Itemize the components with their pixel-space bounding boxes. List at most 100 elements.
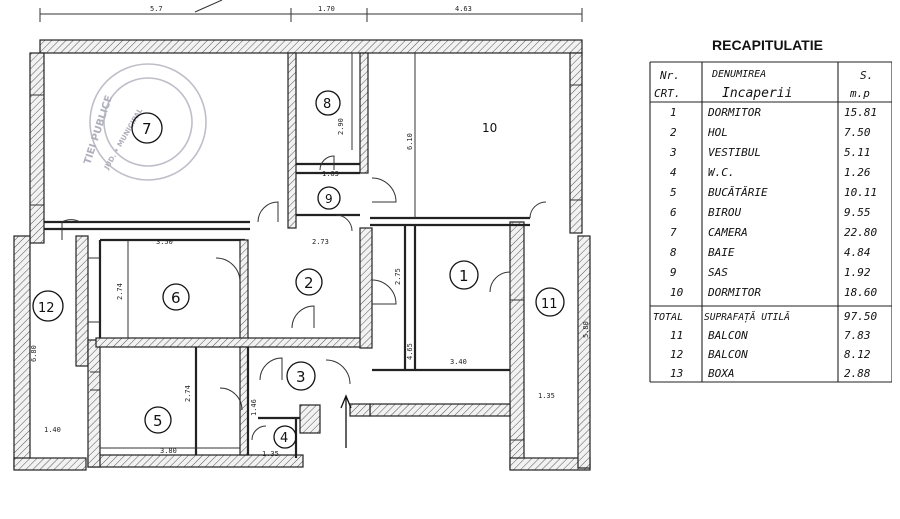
dim-room11-v: 5.80 xyxy=(582,321,590,338)
svg-text:4: 4 xyxy=(280,431,288,446)
recap-header: Nr. CRT. DENUMIREA Incaperii S. m.p xyxy=(654,69,873,101)
recap-row-name: BIROU xyxy=(708,206,741,219)
recap-extra-nr: 12 xyxy=(670,348,684,361)
recap-row-area: 1.26 xyxy=(844,166,871,179)
room-7-label: 7 xyxy=(131,112,163,144)
svg-text:m.p: m.p xyxy=(849,87,870,100)
top-dimension-line: 5.7 1.70 4.63 xyxy=(39,0,583,22)
room-6-label: 6 xyxy=(162,283,190,311)
interior-dimensions: 2.90 6.10 1.63 3.50 2.73 2.74 2.75 6.80 … xyxy=(30,118,590,458)
dim-hall-w: 2.73 xyxy=(312,238,329,246)
recap-table: RECAPITULATIE Nr. CRT. DENUMIREA Incaper… xyxy=(649,37,892,383)
recap-row-nr: 2 xyxy=(670,126,677,139)
dim-room6-v: 2.74 xyxy=(116,283,124,300)
recap-row-nr: 4 xyxy=(670,166,677,179)
dim-room12-v: 6.80 xyxy=(30,345,38,362)
recap-row-name: BAIE xyxy=(708,246,735,259)
dim-room1-v: 4.65 xyxy=(406,343,414,360)
dim-top-left: 5.7 xyxy=(150,5,163,13)
dim-room10-v: 6.10 xyxy=(406,133,414,150)
svg-text:9: 9 xyxy=(325,192,333,206)
room-labels: 7 8 9 10 6 2 1 12 11 xyxy=(32,90,565,449)
recap-row-name: DORMITOR xyxy=(707,286,761,299)
recap-row-nr: 3 xyxy=(669,146,677,159)
dim-room6-w: 3.50 xyxy=(156,238,173,246)
recap-row-name: BUCĂTĂRIE xyxy=(708,186,768,199)
room-8-label: 8 xyxy=(315,90,341,116)
svg-text:7: 7 xyxy=(142,120,152,138)
room-5-label: 5 xyxy=(144,406,172,434)
recap-extra-area: 2.88 xyxy=(844,367,871,380)
recap-row-name: VESTIBUL xyxy=(708,146,761,159)
recap-row-nr: 8 xyxy=(670,246,677,259)
room-10-label: 10 xyxy=(482,121,497,135)
doors xyxy=(61,155,547,441)
recap-row-nr: 9 xyxy=(670,266,677,279)
recap-row-area: 7.50 xyxy=(844,126,871,139)
recap-row-name: SAS xyxy=(708,266,728,279)
room-1-label: 1 xyxy=(449,260,479,290)
recap-row-area: 5.11 xyxy=(844,146,871,159)
dim-room12-w: 1.40 xyxy=(44,426,61,434)
recap-row-name: W.C. xyxy=(708,166,735,179)
recap-row-nr: 6 xyxy=(670,206,677,219)
recap-extra-nr: 11 xyxy=(670,329,683,342)
room-12-label: 12 xyxy=(32,290,64,322)
dim-room11-w: 1.35 xyxy=(538,392,555,400)
svg-text:2: 2 xyxy=(304,274,314,292)
recap-extra-nr: 13 xyxy=(670,367,683,380)
recap-row-nr: 5 xyxy=(670,186,677,199)
svg-text:11: 11 xyxy=(541,297,558,312)
room-2-label: 2 xyxy=(295,268,323,296)
recap-extra-area: 8.12 xyxy=(844,348,871,361)
room-4-label: 4 xyxy=(273,425,297,449)
recap-row-nr: 1 xyxy=(670,106,677,119)
recap-total-name: SUPRAFAȚĂ UTILĂ xyxy=(704,311,790,323)
dim-room1-w: 3.40 xyxy=(450,358,467,366)
floor-plan: 5.7 1.70 4.63 TIEI PUBLICE JUD. • MUNICI… xyxy=(13,0,591,471)
dim-room8-v: 2.90 xyxy=(337,118,345,135)
recap-row-area: 1.92 xyxy=(844,266,871,279)
room-3-label: 3 xyxy=(286,361,316,391)
dim-room5-v: 2.74 xyxy=(184,385,192,402)
dim-top-right: 4.63 xyxy=(455,5,472,13)
recap-total-area: 97.50 xyxy=(844,310,877,323)
svg-text:DENUMIREA: DENUMIREA xyxy=(711,69,766,80)
entry-arrow-icon xyxy=(340,394,352,448)
recap-title: RECAPITULATIE xyxy=(712,37,823,53)
recap-grid xyxy=(649,61,892,383)
svg-text:6: 6 xyxy=(171,289,181,307)
svg-text:CRT.: CRT. xyxy=(654,87,681,100)
interior-walls xyxy=(30,52,582,458)
svg-text:8: 8 xyxy=(323,97,331,112)
recap-row-area: 4.84 xyxy=(844,246,871,259)
recap-row-area: 9.55 xyxy=(844,206,871,219)
recap-row-area: 22.80 xyxy=(844,226,877,239)
recap-row-name: CAMERA xyxy=(708,226,748,239)
svg-text:1: 1 xyxy=(459,267,469,285)
svg-text:Nr.: Nr. xyxy=(659,69,680,82)
svg-text:10: 10 xyxy=(482,121,497,135)
recap-row-nr: 10 xyxy=(670,286,684,299)
recap-row-area: 15.81 xyxy=(844,106,877,119)
recap-row-name: DORMITOR xyxy=(707,106,761,119)
svg-text:S.: S. xyxy=(860,69,873,82)
dim-hall-v: 2.75 xyxy=(394,268,402,285)
dim-room5-w: 3.80 xyxy=(160,447,177,455)
recap-extra-name: BALCON xyxy=(708,348,748,361)
recap-row-area: 10.11 xyxy=(844,186,877,199)
recap-row-nr: 7 xyxy=(670,226,677,239)
svg-text:12: 12 xyxy=(38,301,55,316)
dim-sas-w: 1.63 xyxy=(322,170,339,178)
recap-extra-name: BOXA xyxy=(708,367,735,380)
room-9-label: 9 xyxy=(317,186,341,210)
recap-row-area: 18.60 xyxy=(844,286,877,299)
recap-row-name: HOL xyxy=(707,126,728,139)
dim-top-mid: 1.70 xyxy=(318,5,335,13)
recap-extra-area: 7.83 xyxy=(844,329,871,342)
room-11-label: 11 xyxy=(535,287,565,317)
svg-text:3: 3 xyxy=(296,368,306,386)
recap-total-label: TOTAL xyxy=(653,312,683,323)
svg-text:Incaperii: Incaperii xyxy=(722,86,792,101)
